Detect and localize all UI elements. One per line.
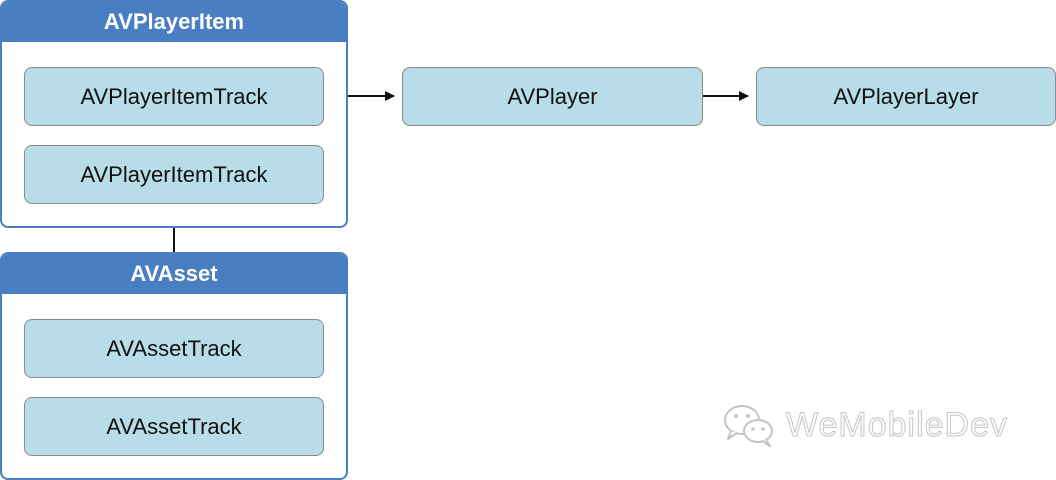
- wechat-icon: [724, 405, 773, 447]
- player-item-title: AVPlayerItem: [2, 2, 346, 42]
- player-item-track-node: AVPlayerItemTrack: [24, 67, 324, 126]
- player-layer-node: AVPlayerLayer: [756, 67, 1056, 126]
- asset-title: AVAsset: [2, 254, 346, 294]
- watermark: WeMobileDev: [722, 402, 1008, 448]
- player-item-track-node: AVPlayerItemTrack: [24, 145, 324, 204]
- asset-track-node: AVAssetTrack: [24, 397, 324, 456]
- player-node: AVPlayer: [402, 67, 703, 126]
- watermark-text: WeMobileDev: [785, 405, 1009, 444]
- asset-track-node: AVAssetTrack: [24, 319, 324, 378]
